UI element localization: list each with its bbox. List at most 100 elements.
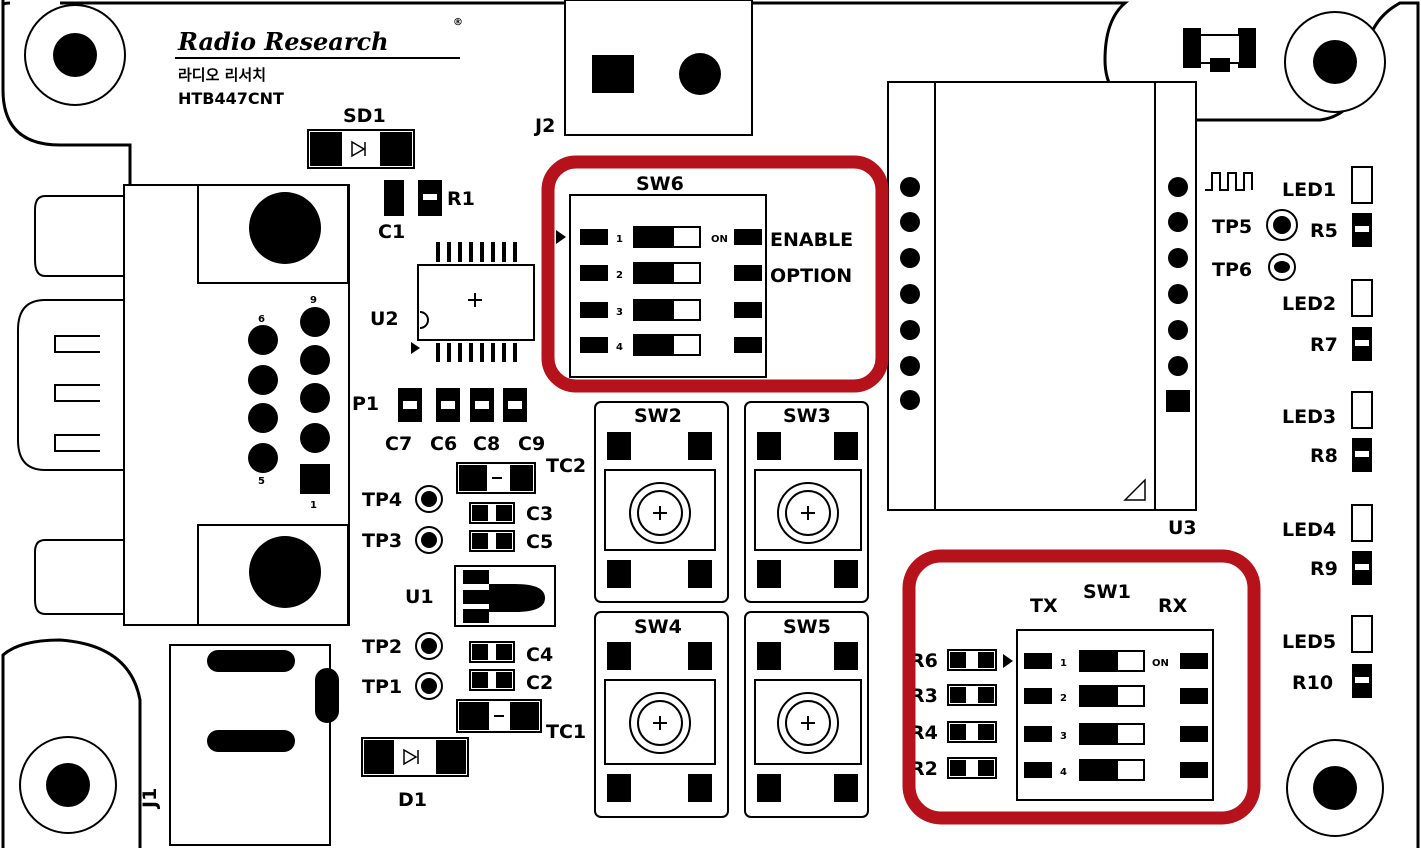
label-c7: C7: [385, 433, 412, 455]
testpoint-tp4: [415, 485, 443, 513]
capacitor-tc1: [456, 699, 542, 733]
capacitor-c1: [384, 180, 404, 216]
label-led1: LED1: [1282, 179, 1336, 201]
resistor-r1: [418, 180, 442, 216]
regulator-u1: [454, 565, 556, 627]
label-rx: RX: [1158, 595, 1188, 617]
label-tx: TX: [1030, 595, 1058, 617]
label-tc2: TC2: [546, 455, 586, 477]
label-p1: P1: [352, 393, 379, 415]
label-c4: C4: [526, 644, 553, 666]
label-enable: ENABLE: [770, 229, 853, 251]
label-sw4: SW4: [634, 616, 682, 638]
label-c2: C2: [526, 672, 553, 694]
label-r4: R4: [910, 722, 938, 744]
sw1-pin-2: 2: [1060, 693, 1067, 704]
label-c8: C8: [473, 433, 500, 455]
label-c9: C9: [518, 433, 545, 455]
label-sw1: SW1: [1083, 581, 1131, 603]
label-tp3: TP3: [362, 530, 402, 552]
connector-j1-power-jack: [169, 644, 339, 846]
label-tc1: TC1: [546, 721, 586, 743]
p1-pin-5: 5: [258, 476, 265, 487]
sw6-pin-4: 4: [616, 342, 623, 353]
highlight-box-sw1: [902, 549, 1261, 825]
label-sw6: SW6: [636, 173, 684, 195]
brand-korean: 라디오 리서치: [178, 66, 266, 84]
brand-model: HTB447CNT: [178, 89, 284, 108]
mount-hole-topleft: [24, 4, 126, 106]
capacitor-c4: [469, 641, 515, 663]
label-led4: LED4: [1282, 519, 1336, 541]
label-u1: U1: [405, 586, 434, 608]
label-tp1: TP1: [362, 676, 402, 698]
p1-pin-6: 6: [258, 314, 265, 325]
label-u2: U2: [370, 308, 399, 330]
label-tp4: TP4: [362, 489, 402, 511]
sw6-pin-1: 1: [616, 234, 623, 245]
label-c1: C1: [378, 221, 405, 243]
label-r7: R7: [1310, 334, 1338, 356]
label-option: OPTION: [770, 265, 852, 287]
sw1-on-label: ON: [1152, 658, 1169, 669]
mount-hole-bottomleft: [19, 736, 117, 834]
label-tp2: TP2: [362, 636, 402, 658]
pushbutton-sw5: [744, 611, 869, 818]
diode-d1: [361, 737, 469, 777]
label-u3: U3: [1168, 517, 1197, 539]
mount-hole-topright: [1284, 11, 1386, 113]
sw6-pin-3: 3: [616, 307, 623, 318]
pushbutton-sw3: [744, 401, 869, 603]
diode-sd1: [307, 129, 415, 169]
dip-switch-sw6: [556, 194, 767, 378]
label-sd1: SD1: [343, 105, 386, 127]
mount-hole-bottomright: [1286, 739, 1384, 837]
testpoint-tp1: [415, 672, 443, 700]
chip-u2: [411, 242, 535, 362]
label-led5: LED5: [1282, 631, 1336, 653]
label-r6: R6: [910, 650, 938, 672]
label-r3: R3: [910, 685, 938, 707]
led-column: [1351, 166, 1373, 698]
waveform-icon: [1205, 172, 1253, 191]
brand-name: Radio Research: [177, 27, 389, 56]
label-led3: LED3: [1282, 406, 1336, 428]
testpoint-tp5: [1266, 209, 1298, 241]
label-d1: D1: [398, 789, 427, 811]
testpoint-tp2: [415, 632, 443, 660]
sw6-on-label: ON: [711, 234, 728, 245]
connector-j2: [564, 0, 753, 136]
sw1-pin-4: 4: [1060, 767, 1067, 778]
sw6-pin-2: 2: [616, 270, 623, 281]
label-j1: J1: [139, 788, 161, 810]
resistor-array-sw1: [947, 649, 997, 779]
label-sw5: SW5: [783, 616, 831, 638]
label-r9: R9: [1310, 558, 1338, 580]
sw1-pin-3: 3: [1060, 731, 1067, 742]
p1-pin-1: 1: [310, 500, 317, 511]
label-c5: C5: [526, 531, 553, 553]
label-tp6: TP6: [1212, 259, 1252, 281]
capacitor-tc2: [456, 462, 536, 494]
label-r10: R10: [1292, 672, 1333, 694]
label-c3: C3: [526, 503, 553, 525]
label-r2: R2: [910, 758, 938, 780]
label-sw2: SW2: [634, 405, 682, 427]
capacitor-c3: [469, 502, 515, 524]
module-u3: [887, 81, 1197, 511]
label-sw3: SW3: [783, 405, 831, 427]
component-top-right: [1183, 28, 1256, 72]
label-c6: C6: [430, 433, 457, 455]
label-led2: LED2: [1282, 293, 1336, 315]
testpoint-tp6: [1268, 253, 1296, 281]
capacitor-array-c6-c9: [398, 388, 527, 422]
board-corner-topleft: [1, 1, 11, 6]
pushbutton-sw4: [594, 611, 729, 818]
pushbutton-sw2: [594, 401, 729, 603]
sw1-pin-1: 1: [1060, 658, 1067, 669]
testpoint-tp3: [415, 526, 443, 554]
dip-switch-sw1: [1003, 629, 1214, 801]
label-r5: R5: [1310, 220, 1338, 242]
